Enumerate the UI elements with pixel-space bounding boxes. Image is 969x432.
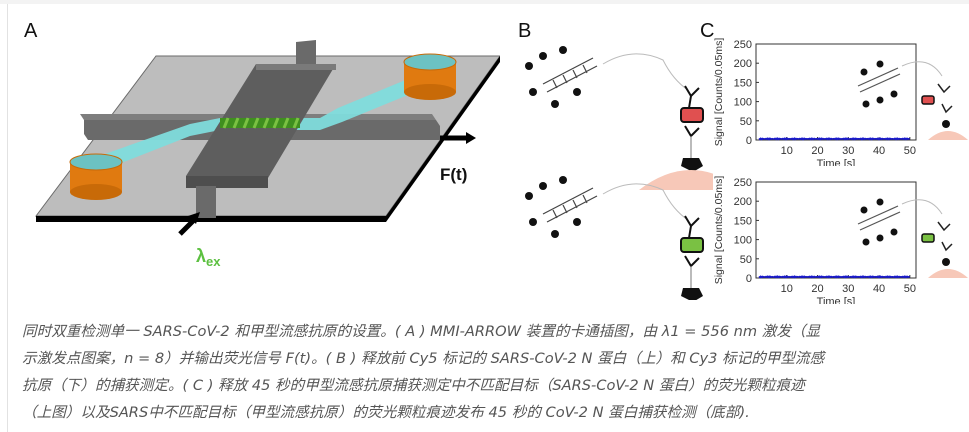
panel-a-label: A (24, 20, 38, 42)
excitation-arrow-icon (178, 212, 200, 236)
output-signal-label: F(t) (440, 165, 467, 184)
x-tick-label: 10 (781, 145, 793, 157)
inset-capture-illustration (857, 60, 968, 140)
substrate-edge (36, 216, 386, 222)
inset-fluorophore (876, 96, 884, 104)
inset-fluorophore (860, 68, 868, 76)
x-axis-label: Time [s] (817, 296, 856, 304)
inset-antibody (937, 221, 953, 252)
inset-bead (928, 131, 968, 140)
inset-fluorophore (862, 238, 870, 246)
caption-line: 同时双重检测单一 SARS-CoV-2 和甲型流感抗原的设置。( A ) MMI… (22, 323, 821, 340)
x-tick-label: 30 (842, 145, 854, 157)
dna-origami-top (542, 57, 598, 93)
panel-c-label: C (700, 20, 715, 42)
y-tick-label: 50 (740, 116, 752, 128)
plot-frame (755, 43, 917, 141)
signal-trace-line (758, 275, 910, 279)
target-protein-bottom (680, 237, 704, 253)
x-tick-label: 40 (873, 283, 885, 295)
figure-caption: 同时双重检测单一 SARS-CoV-2 和甲型流感抗原的设置。( A ) MMI… (22, 318, 957, 426)
y-tick-label: 50 (740, 254, 752, 266)
inset-fluorophore (876, 60, 884, 68)
inset-linker (901, 61, 943, 77)
target-protein-top (680, 107, 704, 123)
y-tick-label: 0 (746, 135, 752, 147)
y-tick-label: 200 (734, 196, 752, 208)
excitation-spot-pattern (220, 117, 300, 129)
inset-dna (857, 205, 899, 225)
panel-b-capture-assay-illustration (525, 46, 713, 300)
y-axis-label: Signal [Counts/0.05ms] (713, 38, 725, 147)
inset-dna (859, 211, 901, 231)
reservoir-left (69, 153, 123, 200)
inset-anchor (942, 258, 950, 266)
inset-fluorophore (890, 228, 898, 236)
panel-b-label: B (518, 20, 532, 42)
x-tick-label: 50 (904, 283, 916, 295)
plot-frame (755, 181, 917, 279)
inset-dna (857, 67, 899, 87)
excitation-label: λex (196, 246, 221, 269)
y-tick-label: 150 (734, 77, 752, 89)
x-tick-label: 10 (781, 283, 793, 295)
y-tick-label: 0 (746, 273, 752, 285)
panel-a-device-illustration: F(t) λex (35, 40, 500, 269)
figure: A (8, 4, 969, 304)
caption-line: （上图）以及SARS中不匹配目标（甲型流感抗原）的荧光颗粒痕迹发布 45 秒的 … (22, 404, 750, 421)
inset-fluorophore (890, 90, 898, 98)
inset-fluorophore (876, 198, 884, 206)
left-rule (7, 4, 8, 432)
y-tick-label: 150 (734, 215, 752, 227)
signal-trace-line (758, 137, 910, 141)
inset-target-protein (921, 233, 935, 243)
assay-bottom (525, 176, 704, 300)
x-tick-label: 30 (842, 283, 854, 295)
input-waveguide (296, 40, 316, 64)
inset-antibody (937, 83, 953, 114)
caption-line: 示激发点图案，n = 8）并输出荧光信号 F(t)。( B ) 释放前 Cy5 … (22, 350, 825, 367)
y-tick-label: 250 (734, 39, 752, 51)
x-tick-label: 20 (811, 145, 823, 157)
reservoir-right (403, 53, 457, 100)
y-axis-label: Signal [Counts/0.05ms] (713, 176, 725, 285)
inset-fluorophore (862, 100, 870, 108)
x-tick-label: 40 (873, 145, 885, 157)
inset-dna (859, 73, 901, 93)
bead-top (639, 170, 713, 190)
y-tick-label: 100 (734, 235, 752, 247)
assay-top (525, 46, 713, 190)
output-arrow-icon (440, 132, 476, 144)
fluorophore-cluster-bottom (525, 176, 581, 238)
x-tick-label: 50 (904, 145, 916, 157)
y-tick-label: 200 (734, 58, 752, 70)
inset-fluorophore (876, 234, 884, 242)
inset-target-protein (921, 95, 935, 105)
x-axis-label: Time [s] (817, 158, 856, 166)
inset-fluorophore (860, 206, 868, 214)
inset-linker (901, 199, 943, 215)
top-divider (0, 0, 969, 4)
inset-bead (928, 269, 968, 278)
y-tick-label: 100 (734, 97, 752, 109)
y-tick-label: 250 (734, 177, 752, 189)
inset-anchor (942, 120, 950, 128)
inset-capture-illustration (857, 198, 968, 278)
caption-line: 抗原（下）的捕获测定。( C ) 释放 45 秒的甲型流感抗原捕获测定中不匹配目… (22, 377, 805, 394)
fluorophore-cluster-top (525, 46, 581, 108)
x-tick-label: 20 (811, 283, 823, 295)
